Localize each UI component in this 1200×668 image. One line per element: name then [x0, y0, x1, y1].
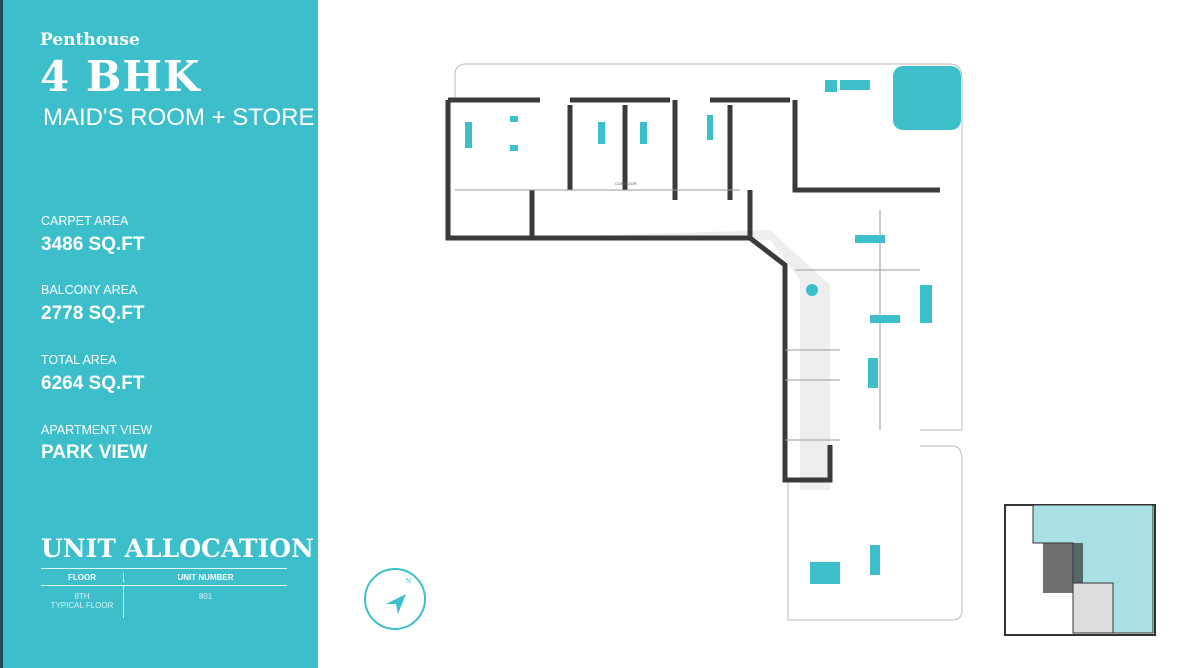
unit-allocation-title: UNIT ALLOCATION	[41, 534, 314, 563]
info-panel: Penthouse 4 BHK MAID'S ROOM + STORE CARP…	[0, 0, 318, 668]
table-header: FLOOR UNIT NUMBER	[41, 569, 287, 586]
compass-north-label: N	[406, 578, 412, 585]
total-area-label: TOTAL AREA	[41, 353, 117, 367]
cell-floor: 8TH TYPICAL FLOOR	[41, 586, 124, 618]
north-compass: N	[364, 568, 426, 630]
view-label: APARTMENT VIEW	[41, 423, 153, 437]
lower-balcony-outline	[787, 445, 963, 621]
key-plan	[1004, 504, 1156, 636]
balcony-area-value: 2778 SQ.FT	[41, 303, 145, 324]
unit-subtitle: MAID'S ROOM + STORE	[43, 104, 315, 131]
carpet-area-label: CARPET AREA	[41, 214, 129, 228]
balcony-outline	[454, 63, 963, 431]
allocation-table: FLOOR UNIT NUMBER 8TH TYPICAL FLOOR 801	[41, 568, 287, 618]
unit-type: Penthouse	[40, 30, 140, 50]
corridor-label: CORRIDOR	[615, 181, 637, 186]
carpet-area-value: 3486 SQ.FT	[41, 234, 145, 255]
header-unit-number: UNIT NUMBER	[177, 572, 234, 582]
compass-arrow-icon	[386, 594, 406, 614]
walls	[445, 97, 940, 483]
total-area-value: 6264 SQ.FT	[41, 373, 145, 394]
shadow	[450, 230, 830, 490]
table-row: 8TH TYPICAL FLOOR 801	[41, 586, 287, 618]
furniture	[465, 80, 932, 584]
floor-plan: CORRIDOR	[445, 63, 963, 621]
header-floor: FLOOR	[41, 572, 124, 582]
unit-title: 4 BHK	[40, 52, 201, 101]
view-value: PARK VIEW	[41, 442, 148, 463]
cell-unit: 801	[198, 592, 213, 601]
swimming-pool	[893, 66, 961, 130]
balcony-area-label: BALCONY AREA	[41, 283, 138, 297]
